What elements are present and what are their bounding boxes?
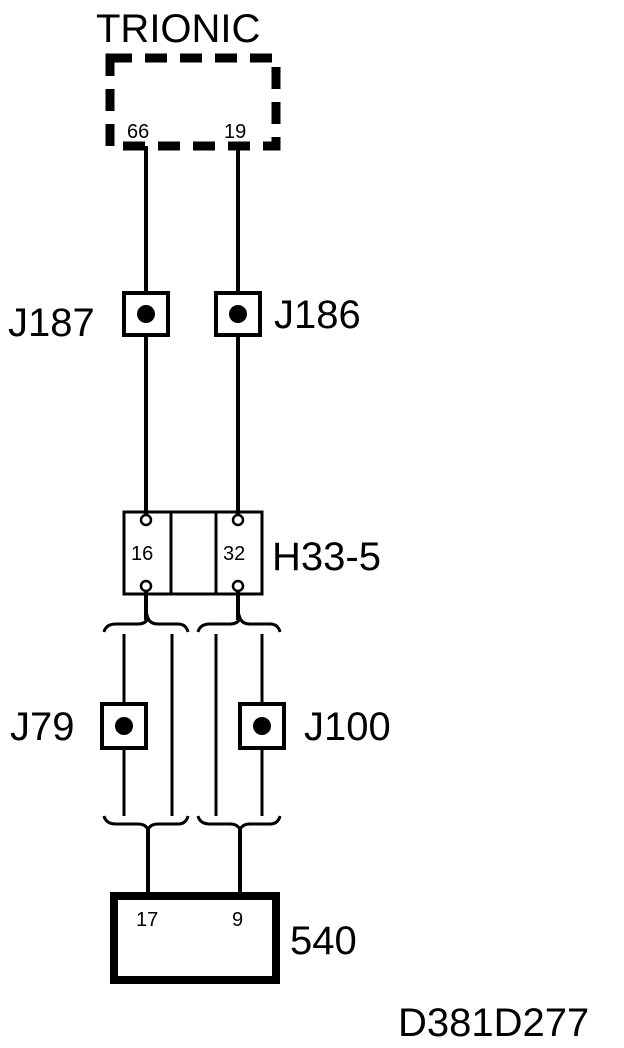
- trionic-pin-19: 19: [224, 121, 246, 143]
- module-540-box: [110, 892, 280, 984]
- splice-j187-dot: [137, 305, 155, 323]
- module-540-pin-9: 9: [232, 909, 243, 931]
- splice-j79-label: J79: [10, 705, 75, 749]
- connector-h33-5: 16 32 H33-5: [122, 510, 381, 596]
- connector-h33-5-box: [122, 510, 264, 596]
- connector-pin-32-top-terminal: [231, 513, 245, 527]
- splice-j186-dot: [229, 305, 247, 323]
- splice-j186: J186: [214, 291, 361, 337]
- trionic-module: TRIONIC 66 19: [96, 7, 281, 151]
- splice-j187-box: [122, 291, 170, 337]
- brace-right-upper: [196, 613, 282, 633]
- module-540: 17 9 540: [110, 892, 357, 984]
- brace-left-upper: [102, 613, 190, 633]
- splice-j100: J100: [238, 702, 391, 750]
- trionic-dashed-box: [105, 53, 281, 151]
- connector-pin-32-bottom-terminal: [231, 579, 245, 593]
- splice-j100-box: [238, 702, 286, 750]
- connector-pin-16: 16: [131, 543, 153, 565]
- connector-pin-16-bottom-terminal: [139, 579, 153, 593]
- splice-j186-label: J186: [274, 293, 361, 337]
- splice-j79: J79: [10, 702, 148, 750]
- splice-j187-label: J187: [8, 301, 95, 345]
- splice-j100-label: J100: [304, 705, 391, 749]
- trionic-title: TRIONIC: [96, 7, 260, 51]
- connector-pin-32: 32: [223, 543, 245, 565]
- connector-pin-16-top-terminal: [139, 513, 153, 527]
- trionic-pin-66: 66: [127, 121, 149, 143]
- brace-right-lower: [196, 815, 282, 835]
- splice-j100-dot: [253, 717, 271, 735]
- module-540-pin-17: 17: [136, 909, 158, 931]
- diagram-id: D381D277: [398, 1001, 589, 1045]
- splice-j79-dot: [115, 717, 133, 735]
- brace-left-lower: [102, 815, 190, 835]
- splice-j187: J187: [8, 291, 170, 345]
- connector-h33-5-label: H33-5: [272, 535, 381, 579]
- module-540-label: 540: [290, 919, 357, 963]
